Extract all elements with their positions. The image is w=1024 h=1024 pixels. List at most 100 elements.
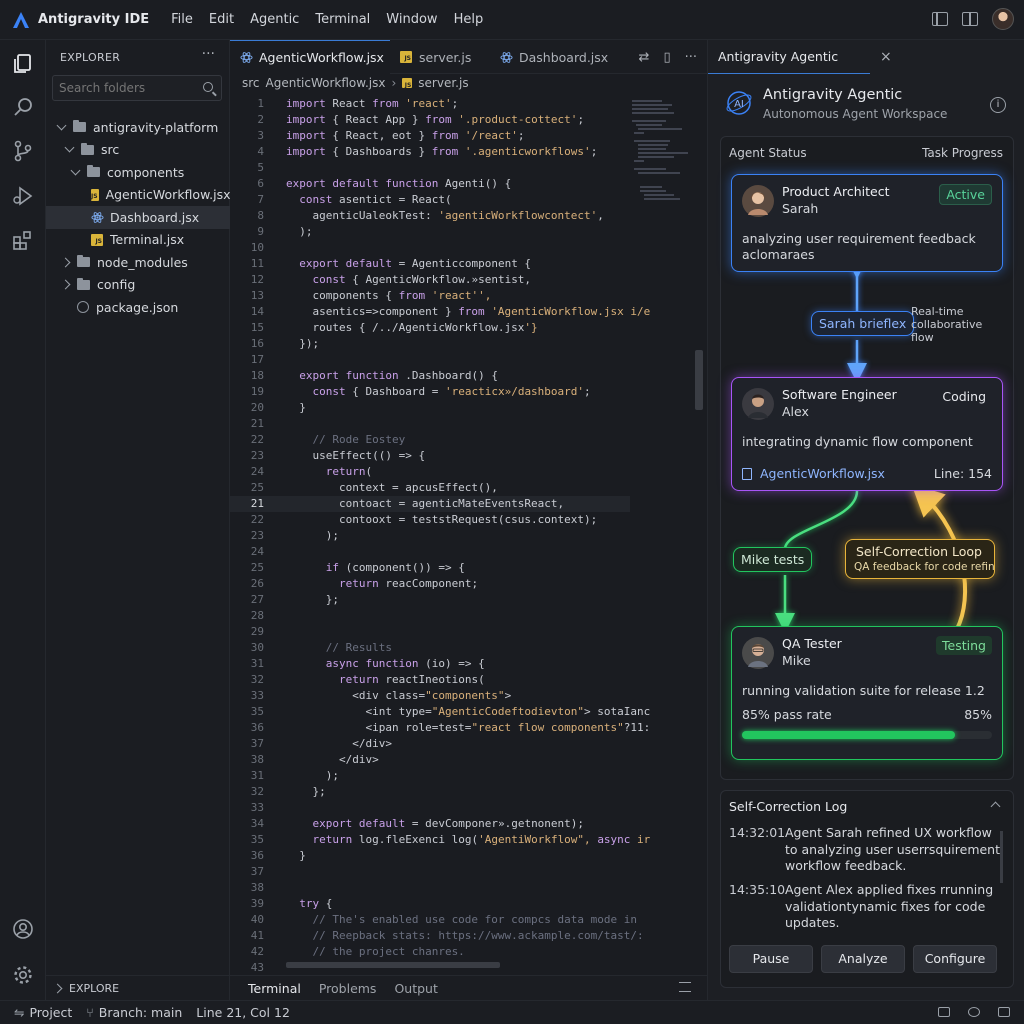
code-line[interactable]: 37	[230, 864, 630, 880]
code-line[interactable]: 36 <ipan role=test="react flow component…	[230, 720, 651, 736]
pause-button[interactable]: Pause	[729, 945, 813, 973]
explorer-more-icon[interactable]: ···	[201, 46, 215, 62]
agent-card-product-architect[interactable]: Product Architect Sarah Active analyzing…	[731, 174, 1003, 272]
code-line[interactable]: 40 // The's enabled use code for compcs …	[230, 912, 637, 928]
tree-item-src[interactable]: src	[46, 139, 230, 162]
tab-output[interactable]: Output	[394, 980, 438, 996]
breadcrumb-item[interactable]: src	[242, 76, 260, 90]
code-line[interactable]: 25 context = apcusEffect(),	[230, 480, 630, 496]
code-line[interactable]: 43	[230, 960, 630, 976]
info-icon[interactable]: i	[990, 97, 1006, 113]
tree-item-config[interactable]: config	[46, 274, 230, 297]
tab-problems[interactable]: Problems	[318, 980, 377, 996]
breadcrumb-item[interactable]: server.js	[418, 76, 469, 90]
project-status[interactable]: ⇋Project	[14, 1005, 72, 1020]
code-line[interactable]: 23 useEffect(() => {	[230, 448, 630, 464]
code-line[interactable]: 38	[230, 880, 630, 896]
working-file-link[interactable]: AgenticWorkflow.jsx	[742, 466, 885, 481]
agent-card-qa-tester[interactable]: QA Tester Mike Testing running validatio…	[731, 626, 1003, 760]
tab-dashboard[interactable]: Dashboard.jsx	[496, 40, 616, 74]
code-line[interactable]: 33	[230, 800, 630, 816]
tab-server[interactable]: JS server.js	[392, 40, 488, 74]
code-line[interactable]: 29	[230, 624, 630, 640]
collapse-chevron-icon[interactable]	[990, 801, 1001, 812]
run-debug-icon[interactable]	[11, 184, 35, 208]
code-line[interactable]: 36 }	[230, 848, 630, 864]
menu-help[interactable]: Help	[453, 12, 484, 27]
code-line[interactable]: 7 const asentict = React(	[230, 192, 630, 208]
code-line[interactable]: 14 asentics=>component } from 'AgenticWo…	[230, 304, 651, 320]
folder-search-input[interactable]	[53, 76, 193, 100]
search-icon[interactable]	[203, 82, 213, 92]
notifications-icon[interactable]	[968, 1007, 980, 1017]
code-line[interactable]: 41 // Reepback stats: https://www.ackamp…	[230, 928, 644, 944]
code-line[interactable]: 38 </div>	[230, 752, 630, 768]
code-line[interactable]: 22 contooxt = teststRequest(csus.context…	[230, 512, 630, 528]
configure-button[interactable]: Configure	[913, 945, 997, 973]
code-line[interactable]: 37 </div>	[230, 736, 630, 752]
breadcrumb-item[interactable]: AgenticWorkflow.jsx	[265, 76, 386, 90]
code-line[interactable]: 16 });	[230, 336, 630, 352]
cursor-position[interactable]: Line 21, Col 12	[196, 1005, 290, 1020]
code-line[interactable]: 15 routes { /../AgenticWorkflow.jsx'}	[230, 320, 630, 336]
code-line[interactable]: 31 );	[230, 768, 630, 784]
layout-icon[interactable]	[938, 1007, 950, 1017]
tree-item-package-json[interactable]: package.json	[46, 296, 230, 319]
code-line[interactable]: 22 // Rode Eostey	[230, 432, 630, 448]
tree-item-node-modules[interactable]: node_modules	[46, 251, 230, 274]
code-line[interactable]: 35 return log.fleExenci log('AgentiWorkf…	[230, 832, 651, 848]
toggle-sidebar-icon[interactable]	[932, 12, 948, 26]
menu-file[interactable]: File	[171, 12, 193, 27]
extensions-icon[interactable]	[11, 228, 35, 252]
editor-horizontal-scrollbar[interactable]	[286, 962, 500, 968]
code-line[interactable]: 26 return reacComponent;	[230, 576, 630, 592]
code-line[interactable]: 32 };	[230, 784, 630, 800]
tab-terminal[interactable]: Terminal	[248, 980, 301, 996]
code-line[interactable]: 24	[230, 544, 630, 560]
split-editor-icon[interactable]: ▯	[663, 50, 671, 65]
code-line[interactable]: 5	[230, 160, 630, 176]
code-line[interactable]: 19 const { Dashboard = 'reacticx»/dashbo…	[230, 384, 630, 400]
menu-window[interactable]: Window	[386, 12, 438, 27]
code-line[interactable]: 11 export default = Agenticcomponent {	[230, 256, 630, 272]
menu-agentic[interactable]: Agentic	[250, 12, 300, 27]
source-control-icon[interactable]	[11, 139, 35, 163]
code-line[interactable]: 17	[230, 352, 630, 368]
code-line[interactable]: 13 components { from 'react'',	[230, 288, 630, 304]
settings-gear-icon[interactable]	[11, 963, 35, 987]
code-line[interactable]: 21	[230, 416, 630, 432]
code-line[interactable]: 21 contoact = agenticMateEventsReact,	[230, 496, 630, 512]
code-line[interactable]: 32 return reactIneotions(	[230, 672, 630, 688]
editor-vertical-scrollbar[interactable]	[695, 350, 703, 410]
compare-changes-icon[interactable]: ⇄	[638, 50, 650, 65]
account-icon[interactable]	[11, 917, 35, 941]
panel-menu-icon[interactable]	[679, 982, 691, 992]
user-avatar[interactable]	[992, 8, 1014, 30]
code-line[interactable]: 10	[230, 240, 630, 256]
code-line[interactable]: 42 // the project chanres.	[230, 944, 630, 960]
code-line[interactable]: 23 );	[230, 528, 630, 544]
tab-agenticworkflow[interactable]: AgenticWorkflow.jsx	[230, 40, 390, 74]
code-line[interactable]: 28	[230, 608, 630, 624]
minimap[interactable]	[630, 96, 694, 216]
menu-terminal[interactable]: Terminal	[315, 12, 371, 27]
feedback-icon[interactable]	[998, 1007, 1010, 1017]
toggle-panel-icon[interactable]	[962, 12, 978, 26]
explore-section-toggle[interactable]: EXPLORE	[46, 975, 230, 1000]
code-line[interactable]: 20 }	[230, 400, 630, 416]
analyze-button[interactable]: Analyze	[821, 945, 905, 973]
code-line[interactable]: 8 agenticUaleokTest: 'agenticWorkflowcon…	[230, 208, 630, 224]
agent-card-software-engineer[interactable]: Software Engineer Alex Coding integratin…	[731, 377, 1003, 491]
log-scrollbar[interactable]	[1000, 831, 1003, 883]
code-line[interactable]: 27 };	[230, 592, 630, 608]
close-icon[interactable]: ×	[880, 49, 892, 65]
tab-agent[interactable]: Antigravity Agentic	[708, 40, 870, 74]
tree-item-components[interactable]: components	[46, 161, 230, 184]
editor-more-icon[interactable]: ···	[684, 50, 697, 65]
